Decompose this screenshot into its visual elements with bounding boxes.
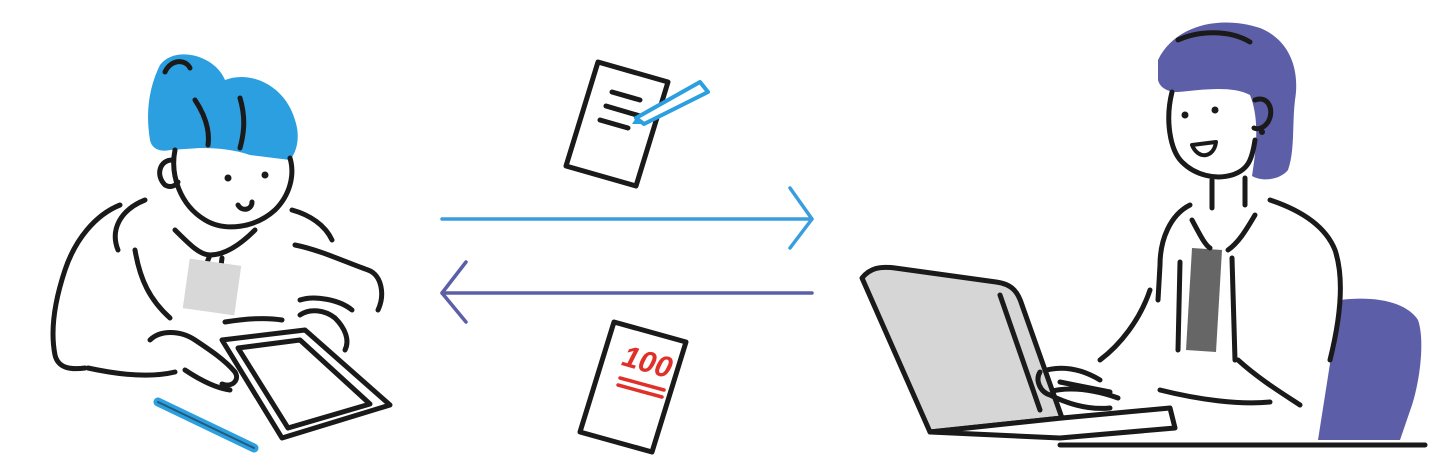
graded-document-icon: 100 xyxy=(577,319,689,455)
student-shirt-patch xyxy=(182,258,242,316)
student-face xyxy=(171,147,295,230)
student-with-tablet-icon xyxy=(50,54,393,453)
arrow-right-icon xyxy=(440,186,814,250)
laptop-screen xyxy=(859,264,1065,435)
arrow-left-icon xyxy=(440,260,814,324)
laptop-base xyxy=(927,405,1178,441)
student-hoodie xyxy=(112,197,335,253)
document-with-pen-icon xyxy=(563,59,710,189)
teacher-hair xyxy=(1158,22,1297,180)
chair xyxy=(1318,298,1422,440)
student-hair xyxy=(148,54,298,160)
teacher-shirt xyxy=(1186,248,1222,352)
teacher-cardigan xyxy=(1155,202,1193,303)
teacher-with-laptop-icon xyxy=(859,22,1428,448)
teacher-face xyxy=(1166,89,1258,180)
